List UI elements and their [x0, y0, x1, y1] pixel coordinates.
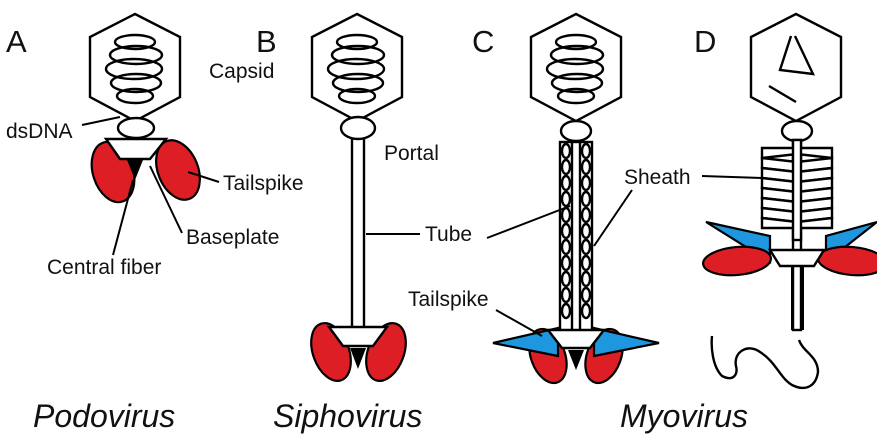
tube-c — [572, 142, 580, 332]
panel-letter-b: B — [256, 24, 277, 59]
panel-letter-d: D — [694, 24, 716, 59]
capsid-b — [312, 14, 402, 121]
central-fiber-c — [568, 350, 584, 370]
pointer-tube-c — [487, 206, 570, 238]
baseplate-d — [770, 250, 824, 266]
tube-inner-d — [793, 140, 801, 240]
pointer-sheath-d — [702, 176, 762, 178]
portal-a — [118, 118, 154, 138]
tube-b — [352, 134, 364, 330]
panel-letter-a: A — [6, 24, 27, 59]
label-portal: Portal — [384, 142, 439, 165]
pointer-tailspike-c — [496, 310, 542, 336]
portal-b — [341, 117, 375, 139]
ejected-dna-d — [712, 336, 818, 388]
podovirus-illustration — [84, 14, 208, 208]
label-tube: Tube — [425, 223, 472, 246]
caption-podovirus: Podovirus — [33, 398, 175, 434]
myovirus-c-illustration — [493, 14, 659, 388]
caption-myovirus: Myovirus — [620, 398, 748, 434]
capsid-c — [531, 14, 621, 121]
label-tailspike-a: Tailspike — [223, 172, 304, 195]
capsid-d — [751, 14, 841, 121]
label-tailspike-c: Tailspike — [408, 288, 489, 311]
label-capsid: Capsid — [209, 60, 274, 83]
panel-letter-c: C — [472, 24, 494, 59]
siphovirus-illustration — [304, 14, 413, 386]
pointer-dsdna — [82, 117, 120, 125]
pointer-sheath-c — [594, 190, 632, 246]
myovirus-d-illustration — [702, 14, 877, 388]
central-fiber-b — [350, 348, 366, 369]
portal-d — [782, 121, 812, 141]
label-dsdna: dsDNA — [6, 120, 73, 143]
portal-c — [561, 121, 591, 141]
label-central-fiber: Central fiber — [47, 256, 161, 279]
caption-siphovirus: Siphovirus — [273, 398, 422, 434]
tailspike-left-d — [702, 244, 772, 278]
capsid-a — [90, 14, 180, 121]
label-baseplate: Baseplate — [186, 226, 279, 249]
label-sheath: Sheath — [624, 166, 691, 189]
